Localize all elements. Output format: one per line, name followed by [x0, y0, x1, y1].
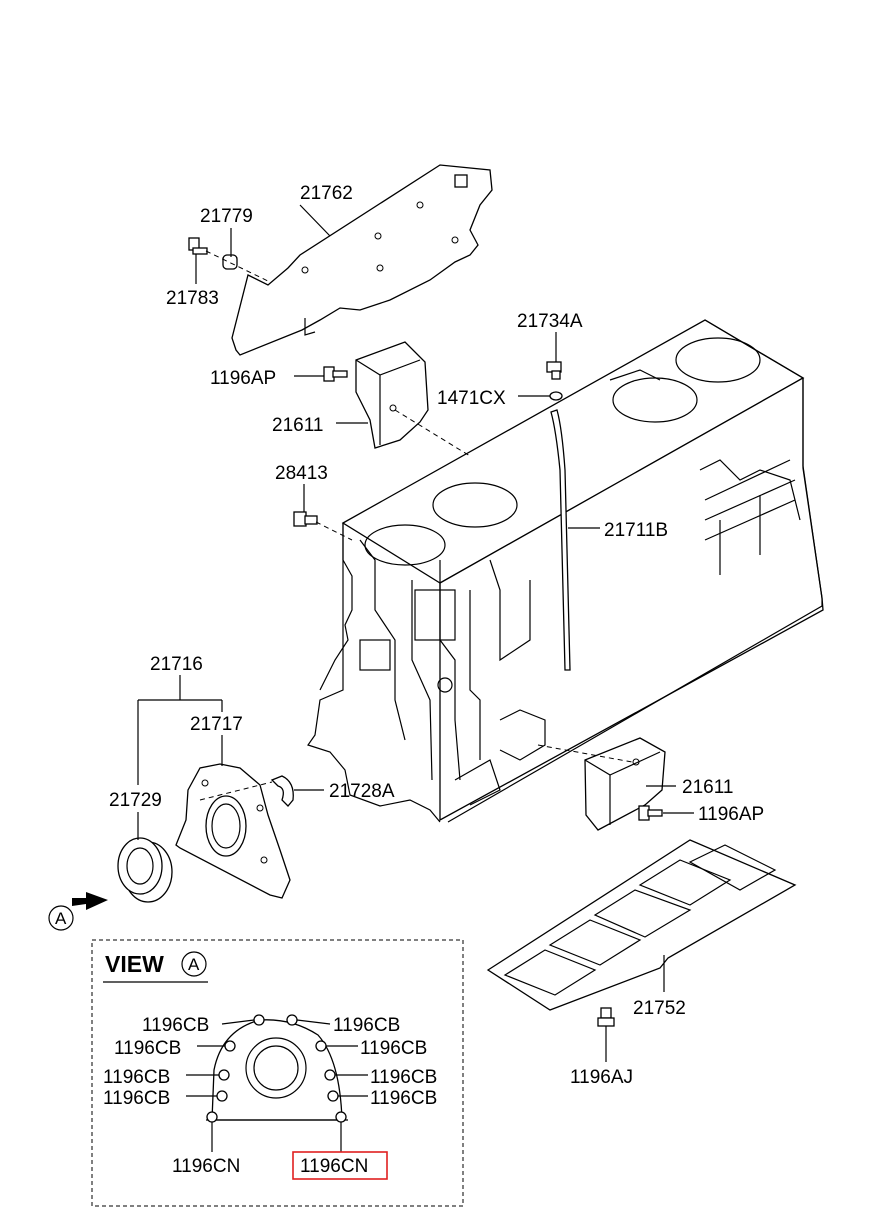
part-21611-mount-bottom: [537, 737, 666, 831]
part-21611-mount-top: [355, 341, 471, 457]
part-1196AJ-bolt: [597, 1007, 615, 1027]
label-1196AJ[interactable]: 1196AJ: [570, 1067, 633, 1088]
label-1196AP-bottom[interactable]: 1196AP: [698, 804, 764, 825]
label-21716[interactable]: 21716: [150, 654, 203, 675]
cylinder-block: [307, 319, 824, 823]
part-21762-plate: [231, 164, 493, 356]
part-21717-seal-case: [175, 763, 291, 899]
view-direction-arrow: [48, 892, 108, 931]
part-21752-gasket: [486, 839, 797, 1011]
label-21783[interactable]: 21783: [166, 288, 219, 309]
view-a-box: [91, 939, 464, 1207]
highlight-box: [292, 1151, 388, 1180]
label-1196CN-left[interactable]: 1196CN: [172, 1156, 240, 1177]
label-1196CB-right-3[interactable]: 1196CB: [370, 1088, 437, 1109]
label-1196CB-left-2[interactable]: 1196CB: [103, 1067, 170, 1088]
view-a-letter: A: [188, 955, 200, 974]
label-1196CB-right-1[interactable]: 1196CB: [360, 1038, 427, 1059]
part-21779-sleeve: [222, 254, 238, 270]
label-1196CN-right-highlighted[interactable]: 1196CN: [300, 1156, 368, 1177]
leader-lines: [137, 204, 694, 1062]
label-1196CB-top-left[interactable]: 1196CB: [142, 1015, 209, 1036]
label-21734A[interactable]: 21734A: [517, 311, 583, 332]
label-21779[interactable]: 21779: [200, 206, 253, 227]
label-21728A[interactable]: 21728A: [329, 781, 395, 802]
part-21728A-pipe: [199, 775, 294, 807]
part-labels: 21762 21779 21783 21734A 1196AP 1471CX 2…: [55, 183, 764, 1177]
label-21711B[interactable]: 21711B: [604, 520, 668, 541]
label-1196CB-right-2[interactable]: 1196CB: [370, 1067, 437, 1088]
part-21729-oil-seal: [117, 837, 173, 903]
label-21611-top[interactable]: 21611: [272, 415, 323, 436]
label-1196AP-top[interactable]: 1196AP: [210, 368, 276, 389]
label-21717[interactable]: 21717: [190, 714, 243, 735]
label-1471CX[interactable]: 1471CX: [437, 388, 506, 409]
label-21611-bottom[interactable]: 21611: [682, 777, 733, 798]
arrow-view-letter: A: [55, 909, 67, 928]
part-21734A-plug: [546, 361, 562, 380]
part-1196AP-bolt-top: [323, 366, 348, 382]
label-1196CB-left-1[interactable]: 1196CB: [114, 1038, 181, 1059]
part-21711B-tube: [550, 409, 571, 671]
part-1196AP-bolt-bottom: [638, 805, 663, 821]
label-21729[interactable]: 21729: [109, 790, 162, 811]
part-21783-bolt: [188, 237, 271, 283]
label-21752[interactable]: 21752: [633, 998, 686, 1019]
part-1471CX-washer: [549, 391, 563, 401]
label-28413[interactable]: 28413: [275, 463, 328, 484]
label-1196CB-top-right[interactable]: 1196CB: [333, 1015, 400, 1036]
label-1196CB-left-3[interactable]: 1196CB: [103, 1088, 170, 1109]
label-21762[interactable]: 21762: [300, 183, 353, 204]
view-a-title: VIEW: [105, 951, 164, 977]
part-28413-plug: [293, 511, 353, 541]
